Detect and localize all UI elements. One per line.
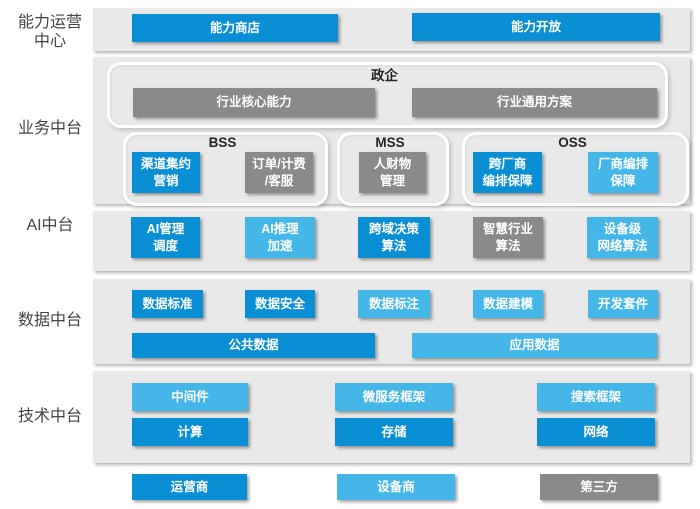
bar-application-data: 应用数据 xyxy=(412,333,657,358)
box-data-security: 数据安全 xyxy=(245,290,315,318)
group-oss xyxy=(462,132,689,206)
group-label-oss: OSS xyxy=(558,135,587,150)
box-channel-marketing: 渠道集约 营销 xyxy=(132,152,200,193)
box-compute: 计算 xyxy=(132,418,248,446)
box-industry-algorithm: 智慧行业 算法 xyxy=(473,217,543,258)
box-middleware: 中间件 xyxy=(132,383,248,411)
bar-public-data: 公共数据 xyxy=(132,333,375,358)
box-industry-core: 行业核心能力 xyxy=(133,88,375,117)
group-mss xyxy=(337,132,449,206)
box-dev-kit: 开发套件 xyxy=(588,290,658,318)
layer-label-data: 数据中台 xyxy=(17,312,82,329)
box-cross-vendor-orchestration: 跨厂商 编排保障 xyxy=(473,152,542,193)
box-device-vendor: 设备商 xyxy=(337,474,455,500)
box-order-billing: 订单/计费 /客服 xyxy=(245,152,313,193)
box-ai-inference: AI推理 加速 xyxy=(245,217,315,258)
box-device-network-algorithm: 设备级 网络算法 xyxy=(587,217,658,258)
box-capability-open: 能力开放 xyxy=(412,13,660,41)
group-label-bss: BSS xyxy=(208,135,237,150)
box-capability-store: 能力商店 xyxy=(132,14,338,42)
box-network: 网络 xyxy=(537,418,655,446)
box-search-framework: 搜索框架 xyxy=(537,383,655,411)
box-hr-finance: 人财物 管理 xyxy=(359,152,426,193)
box-data-modeling: 数据建模 xyxy=(473,290,543,318)
group-label-mss: MSS xyxy=(375,135,405,150)
group-bss xyxy=(123,132,328,206)
layer-label-ai: AI中台 xyxy=(26,217,74,234)
layer-label-business: 业务中台 xyxy=(17,120,82,137)
group-label-gov: 政企 xyxy=(371,68,398,83)
box-data-standard: 数据标准 xyxy=(132,290,203,318)
box-operator: 运营商 xyxy=(132,474,247,500)
box-cross-domain-algorithm: 跨域决策 算法 xyxy=(358,217,430,258)
box-ai-management: AI管理 调度 xyxy=(131,217,200,258)
box-industry-general: 行业通用方案 xyxy=(412,88,657,117)
layer-label-capability-center: 能力运营 中心 xyxy=(17,14,82,51)
box-data-annotation: 数据标注 xyxy=(358,290,430,318)
box-third-party: 第三方 xyxy=(540,474,658,500)
layer-label-tech: 技术中台 xyxy=(17,408,82,425)
box-microservice-framework: 微服务框架 xyxy=(335,383,453,411)
group-gov xyxy=(107,62,668,128)
box-vendor-orchestration: 厂商编排 保障 xyxy=(588,152,658,193)
box-storage: 存储 xyxy=(335,418,453,446)
